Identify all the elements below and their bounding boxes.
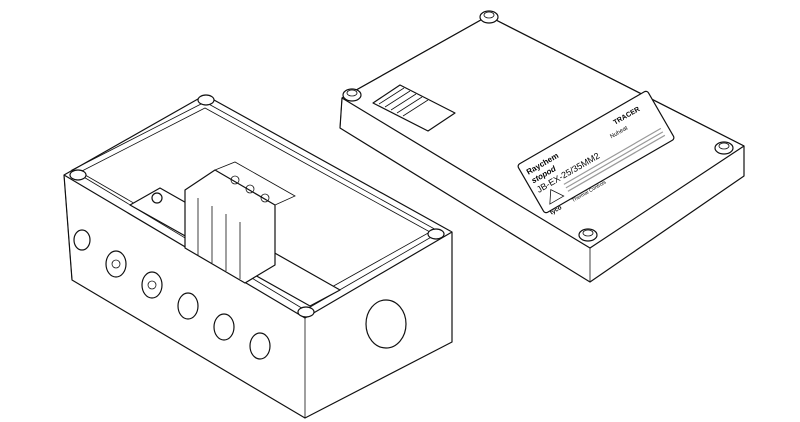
- product-label: Raychem TRACER stopod Nuheat JB-EX-25/35…: [517, 90, 675, 217]
- cable-gland-holes: [73, 229, 407, 360]
- rating-plate: [372, 84, 456, 132]
- label-company: tyco: [549, 205, 563, 217]
- lid-screw: [342, 10, 734, 242]
- warning-triangle-icon: [549, 189, 565, 205]
- box-body: [63, 94, 453, 419]
- corner-screw: [69, 94, 445, 318]
- terminal-blocks: [151, 161, 296, 284]
- lid: Raychem TRACER stopod Nuheat JB-EX-25/35…: [339, 10, 745, 283]
